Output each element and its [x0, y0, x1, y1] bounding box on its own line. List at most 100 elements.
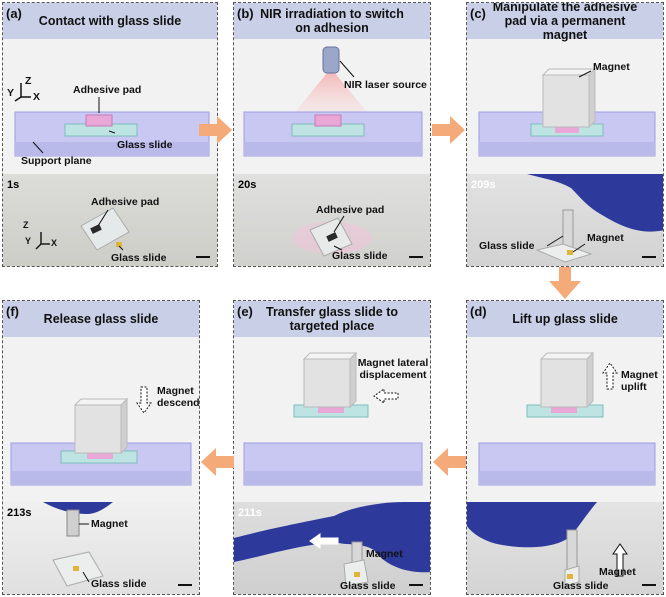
photo-d-magnet-label: Magnet — [599, 566, 636, 578]
panel-b-title: NIR irradiation to switch on adhesion — [234, 3, 430, 39]
magnet-block — [74, 404, 122, 454]
panel-e-schematic — [243, 351, 423, 486]
panel-d-schematic — [478, 351, 656, 486]
photo-d-glass-label: Glass slide — [553, 580, 609, 592]
time-e: 211s — [238, 507, 262, 519]
support-plane-front — [15, 142, 209, 156]
panel-d: Lift up glass slide (d) Magnet uplift 21… — [466, 300, 664, 595]
panel-e-title: Transfer glass slide to targeted place — [234, 301, 430, 337]
scale-bar — [178, 584, 192, 586]
axis-x-label: X — [33, 91, 41, 103]
support-plane-front — [479, 142, 655, 156]
flow-arrow-a-to-b — [199, 116, 232, 144]
time-f: 213s — [7, 507, 32, 519]
photo-a-axis-y: Y — [25, 236, 32, 246]
support-plane-label: Support plane — [21, 155, 92, 167]
panel-f: Release glass slide (f) Magnet descend 2… — [2, 300, 200, 595]
photo-e-glass-label: Glass slide — [340, 580, 396, 592]
panel-a-title: Contact with glass slide — [3, 3, 217, 39]
scale-bar — [196, 256, 210, 258]
adhesive-pad — [555, 127, 579, 133]
scale-bar — [642, 584, 656, 586]
photo-a-pad-label: Adhesive pad — [91, 196, 160, 208]
photo-f: 213s Magnet Glass slide — [3, 502, 199, 594]
panel-a-schematic — [14, 83, 210, 157]
axis-triad-icon — [14, 83, 31, 102]
panel-c-label: (c) — [470, 6, 486, 21]
glass-slide-label: Glass slide — [117, 139, 173, 151]
axis-y-label: Y — [7, 87, 15, 99]
axis-z-label: Z — [25, 75, 32, 87]
photo-c-magnet-label: Magnet — [587, 232, 624, 244]
panel-b-schematic — [243, 46, 423, 157]
lateral-arrow-icon — [309, 533, 339, 549]
panel-e-label: (e) — [237, 304, 253, 319]
photo-a-axis-z: Z — [23, 220, 29, 230]
descend-label: Magnet descend — [157, 385, 200, 409]
glove-icon — [467, 502, 597, 548]
flow-arrow-b-to-c — [432, 116, 465, 144]
panel-a-label: (a) — [6, 6, 22, 21]
scale-bar — [642, 256, 656, 258]
panel-d-label: (d) — [470, 304, 487, 319]
uplift-label: Magnet uplift — [621, 369, 658, 393]
magnet-block — [303, 358, 351, 408]
photo-b-glass-label: Glass slide — [332, 250, 388, 262]
adhesive-pad — [551, 407, 577, 413]
magnet-block — [540, 358, 588, 408]
panel-c-title: Manipulate the adhesive pad via a perman… — [467, 3, 663, 42]
glove-icon — [43, 502, 113, 514]
panel-c: Manipulate the adhesive pad via a perman… — [466, 2, 664, 267]
adhesive-pad-label: Adhesive pad — [73, 84, 142, 96]
glove-icon — [234, 502, 430, 573]
magnet-top — [541, 68, 597, 76]
adhesive-pad — [87, 453, 113, 459]
panel-b: NIR irradiation to switch on adhesion (b… — [233, 2, 431, 267]
uplift-arrow-icon — [612, 543, 628, 577]
flow-arrow-c-to-d — [549, 267, 581, 299]
time-b: 20s — [238, 179, 257, 191]
laser-beam — [288, 73, 374, 121]
support-plane-front — [479, 471, 655, 485]
photo-f-magnet-label: Magnet — [91, 518, 128, 530]
time-a: 1s — [7, 179, 20, 191]
photo-a: 1s Adhesive pad Glass slide Z Y X — [3, 174, 217, 266]
support-plane-front — [244, 471, 422, 485]
laser-source-icon — [322, 46, 340, 74]
magnet-label: Magnet — [593, 61, 630, 73]
panel-b-label: (b) — [237, 6, 254, 21]
photo-c: 209s Glass slide Magnet — [467, 174, 663, 266]
lateral-arrow-icon — [373, 388, 399, 404]
laser-source-label: NIR laser source — [344, 79, 427, 91]
panel-f-label: (f) — [6, 304, 19, 319]
scale-bar — [409, 584, 423, 586]
photo-b: 20s Adhesive pad Glass slide — [234, 174, 430, 266]
panel-a: Contact with glass slide (a) Z Y X Adhes… — [2, 2, 218, 267]
photo-b-pad-label: Adhesive pad — [316, 204, 385, 216]
panel-d-title: Lift up glass slide — [467, 301, 663, 337]
flow-arrow-e-to-f — [201, 448, 234, 476]
magnet-block — [542, 74, 590, 128]
support-plane-front — [244, 142, 422, 156]
photo-d: 210s Magnet Glass slide — [467, 502, 663, 594]
time-c: 209s — [471, 179, 496, 191]
photo-a-glass-label: Glass slide — [111, 252, 167, 264]
descend-arrow-icon — [136, 386, 152, 414]
panel-c-schematic — [478, 67, 656, 157]
photo-e-magnet-label: Magnet — [366, 548, 403, 560]
adhesive-pad — [85, 114, 113, 127]
scale-bar — [409, 256, 423, 258]
photo-f-glass-label: Glass slide — [91, 578, 147, 590]
magnet-side — [588, 67, 596, 129]
glove-icon — [527, 174, 663, 232]
uplift-arrow-icon — [602, 362, 618, 390]
panel-f-title: Release glass slide — [3, 301, 199, 337]
adhesive-pad — [318, 407, 344, 413]
photo-e: 211s Magnet Glass slide — [234, 502, 430, 594]
lateral-label: Magnet lateral displacement — [357, 357, 429, 381]
photo-a-axis-x: X — [51, 238, 58, 248]
flow-arrow-d-to-e — [433, 448, 466, 476]
panel-f-schematic — [10, 386, 192, 486]
panel-e: Transfer glass slide to targeted place (… — [233, 300, 431, 595]
adhesive-pad — [314, 114, 342, 127]
